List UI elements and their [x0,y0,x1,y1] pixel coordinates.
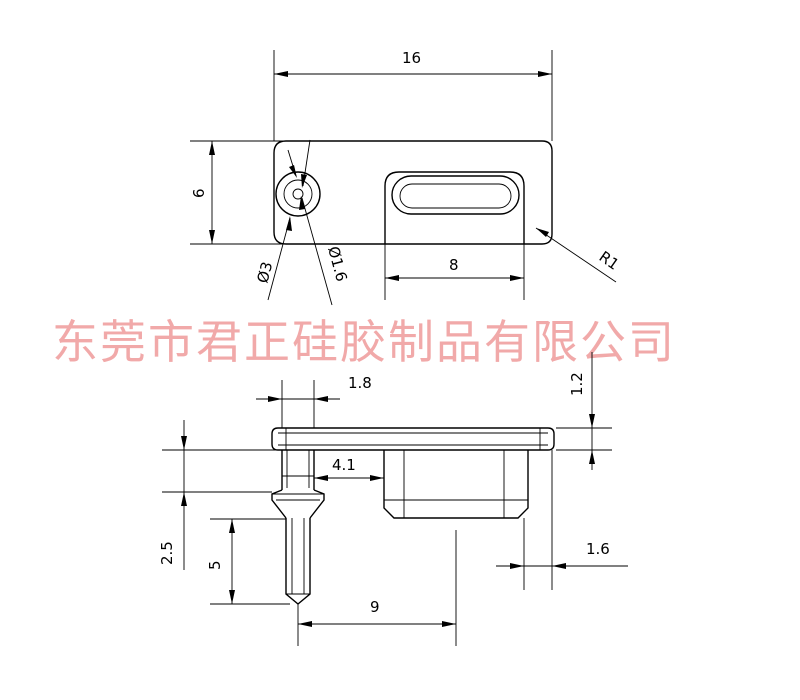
side-plate-outline [271,427,555,451]
pin-shaft [285,518,311,605]
side-view-dimensions: 1.8 1.2 4.1 2.5 5 9 [158,352,628,646]
hole-inner-circle [292,188,304,200]
dim-top-height: 6 [190,188,208,198]
dim-boss-offset: 9 [370,598,380,616]
slot-inner-outer [391,175,520,215]
top-plate-outline [273,140,553,245]
slot-inner [399,183,512,209]
side-view [271,427,555,605]
hole-outer-circle [275,171,321,217]
dim-plate-thickness: 1.2 [568,372,586,396]
dim-corner-radius: R1 [596,248,623,274]
dim-hole-inner: Ø1.6 [324,244,351,283]
dim-pin-offset: 4.1 [332,456,356,474]
hole-mid-circle [283,179,313,209]
dim-slot-length: 8 [449,256,459,274]
pin-flange [271,489,325,519]
slot-outer [384,171,525,244]
dim-top-width: 16 [402,49,421,67]
dim-boss-gap: 1.6 [586,540,610,558]
side-boss-outline [383,450,529,519]
top-view [273,140,553,245]
dim-pin-length: 5 [206,560,224,570]
dim-hole-outer: Ø3 [253,260,276,285]
company-watermark: 东莞市君正硅胶制品有限公司 [52,315,676,369]
dim-neck-height: 2.5 [158,541,176,565]
dim-pin-width: 1.8 [348,374,372,392]
